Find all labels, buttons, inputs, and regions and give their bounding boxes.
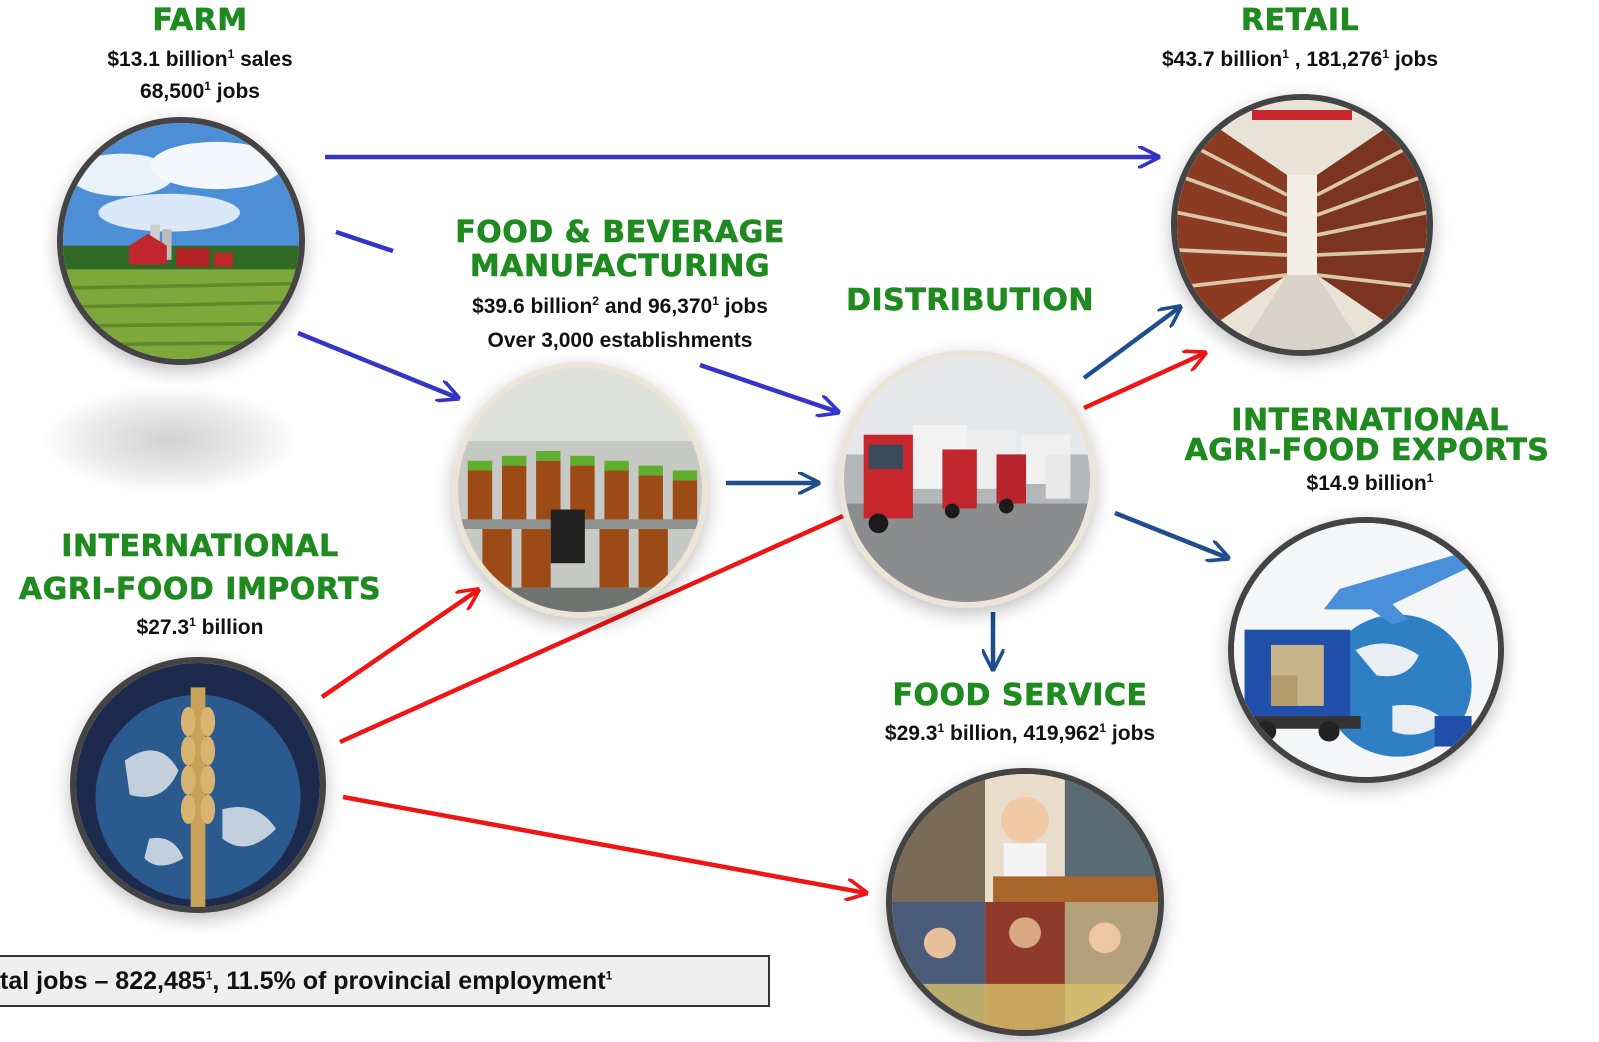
arrow-distribution-to-retail-navy (1082, 307, 1180, 380)
exports-title-line2: AGRI-FOOD EXPORTS (1184, 433, 1550, 468)
manufacturing-title-line1: FOOD & BEVERAGE (455, 215, 785, 250)
arrow-imports-to-manufacturing (320, 590, 478, 699)
exports-value: $14.9 billion1 (1306, 471, 1434, 495)
imports-title-line1: INTERNATIONAL (61, 529, 339, 564)
imports-value: $27.31 billion (136, 615, 264, 639)
arrow-imports-to-food-service (342, 794, 866, 893)
farm-title: FARM (152, 3, 248, 38)
grocery-aisle-image (1171, 94, 1433, 356)
exports-title-line1: INTERNATIONAL (1231, 403, 1509, 438)
arrow-distribution-to-retail-red (1083, 353, 1205, 411)
farm-jobs: 68,5001 jobs (140, 79, 260, 103)
trucks-image (838, 350, 1096, 608)
arrow-distribution-to-exports (1114, 510, 1228, 558)
distribution-title: DISTRIBUTION (846, 283, 1094, 318)
cafeteria-collage-image (886, 768, 1164, 1036)
cargo-globe-image (1228, 517, 1504, 783)
earth-wheat-image (70, 657, 326, 913)
imports-title-line2: AGRI-FOOD IMPORTS (18, 572, 382, 607)
decorative-shadow (40, 385, 300, 495)
arrow-imports-to-distribution (339, 513, 844, 745)
arrow-manufacturing-to-distribution-upper (699, 362, 838, 412)
manufacturing-stats: $39.6 billion2 and 96,3701 jobs (472, 294, 768, 318)
food-service-stats: $29.31 billion, 419,9621 jobs (884, 721, 1156, 745)
arrow-farm-stub (335, 229, 394, 254)
bottling-line-image (452, 362, 708, 618)
manufacturing-establishments: Over 3,000 establishments (487, 329, 753, 352)
farm-sales: $13.1 billion1 sales (107, 47, 293, 71)
food-service-title: FOOD SERVICE (892, 678, 1148, 713)
farm-landscape-image (57, 117, 305, 365)
retail-stats: $43.7 billion1 , 181,2761 jobs (1161, 47, 1439, 71)
arrow-farm-to-manufacturing (297, 330, 458, 398)
manufacturing-title-line2: MANUFACTURING (469, 249, 771, 284)
total-jobs-box: tal jobs – 822,4851, 11.5% of provincial… (0, 955, 770, 1007)
retail-title: RETAIL (1240, 3, 1360, 38)
